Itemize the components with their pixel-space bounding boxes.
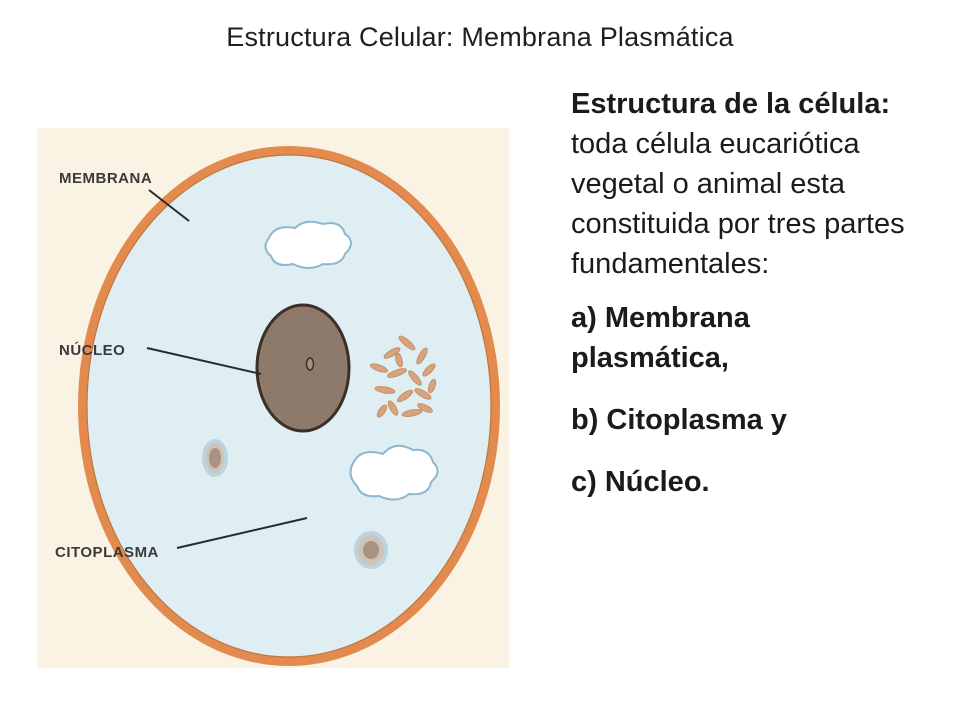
- item-membrana: a) Membrana plasmática,: [571, 302, 750, 374]
- vacuole-bottom: [349, 444, 439, 501]
- intro-paragraph: Estructura de la célula: toda célula euc…: [571, 84, 911, 284]
- cell-illustration: MEMBRANA NÚCLEO CITOPLASMA: [55, 146, 500, 666]
- cell-diagram: MEMBRANA NÚCLEO CITOPLASMA: [37, 128, 509, 668]
- intro-heading: Estructura de la célula:: [571, 88, 891, 120]
- granule-left-core: [209, 448, 221, 468]
- item-nucleo: c) Núcleo.: [571, 466, 710, 498]
- description-column: Estructura de la célula: toda célula euc…: [571, 84, 911, 502]
- item-citoplasma: b) Citoplasma y: [571, 404, 787, 436]
- membrana-leader-line: [148, 189, 190, 222]
- label-membrana: MEMBRANA: [59, 170, 152, 187]
- vacuole-top: [264, 220, 352, 269]
- chromatin-granules: [369, 335, 437, 418]
- slide-title: Estructura Celular: Membrana Plasmática: [226, 22, 734, 52]
- label-nucleo: NÚCLEO: [59, 341, 125, 359]
- citoplasma-leader-line: [176, 517, 308, 549]
- granule-bottom-core: [363, 541, 379, 559]
- label-citoplasma: CITOPLASMA: [55, 544, 159, 561]
- nucleo-leader-line: [146, 347, 262, 375]
- nucleus: [255, 303, 351, 433]
- nucleolus: [305, 357, 315, 371]
- intro-body: toda célula eucariótica vegetal o animal…: [571, 128, 905, 280]
